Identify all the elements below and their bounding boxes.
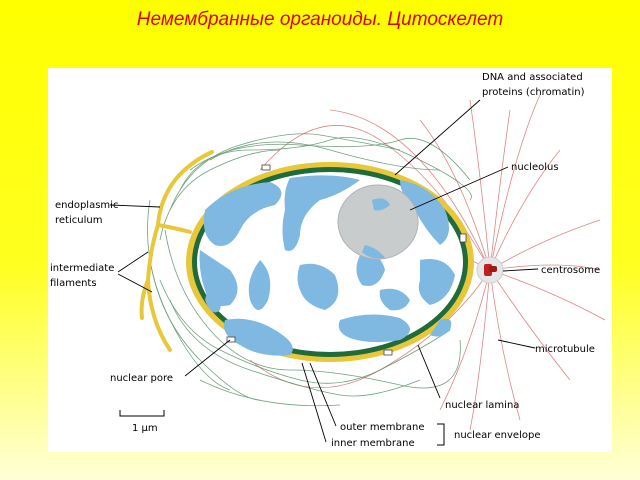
diagram-panel: DNA and associated proteins (chromatin) … — [48, 68, 612, 452]
nucleolus-shape — [337, 184, 419, 260]
scale-bar — [119, 410, 165, 417]
chromatin — [199, 175, 455, 356]
label-dna-line2: proteins (chromatin) — [482, 87, 585, 98]
nuclear-envelope-bracket — [437, 423, 445, 446]
label-centrosome: centrosome — [541, 265, 600, 276]
endoplasmic-reticulum — [139, 150, 214, 352]
nucleolus-chromatin-2 — [362, 245, 385, 259]
label-nuclear-lamina: nuclear lamina — [445, 400, 519, 411]
label-inner-membrane: inner membrane — [331, 438, 415, 449]
label-er-line2: reticulum — [55, 215, 102, 226]
label-if-line2: filaments — [50, 278, 97, 289]
centrosome-shape — [476, 256, 504, 284]
nuclear-pores — [226, 164, 467, 356]
label-nuclear-pore: nuclear pore — [110, 373, 173, 384]
nucleolus-chromatin — [372, 198, 390, 211]
label-if-line1: intermediate — [50, 263, 114, 274]
nucleus-diagram: DNA and associated proteins (chromatin) … — [50, 72, 606, 449]
label-er-line1: endoplasmic — [55, 200, 118, 211]
label-microtubule: microtubule — [535, 344, 595, 355]
leader-lines — [109, 99, 539, 443]
label-scale-bar: 1 μm — [132, 423, 158, 434]
slide-title: Немембранные органоиды. Цитоскелет — [136, 9, 504, 30]
label-nucleolus: nucleolus — [511, 162, 559, 173]
label-nuclear-envelope: nuclear envelope — [454, 430, 540, 441]
label-dna-line1: DNA and associated — [482, 72, 583, 83]
label-outer-membrane: outer membrane — [340, 422, 425, 433]
